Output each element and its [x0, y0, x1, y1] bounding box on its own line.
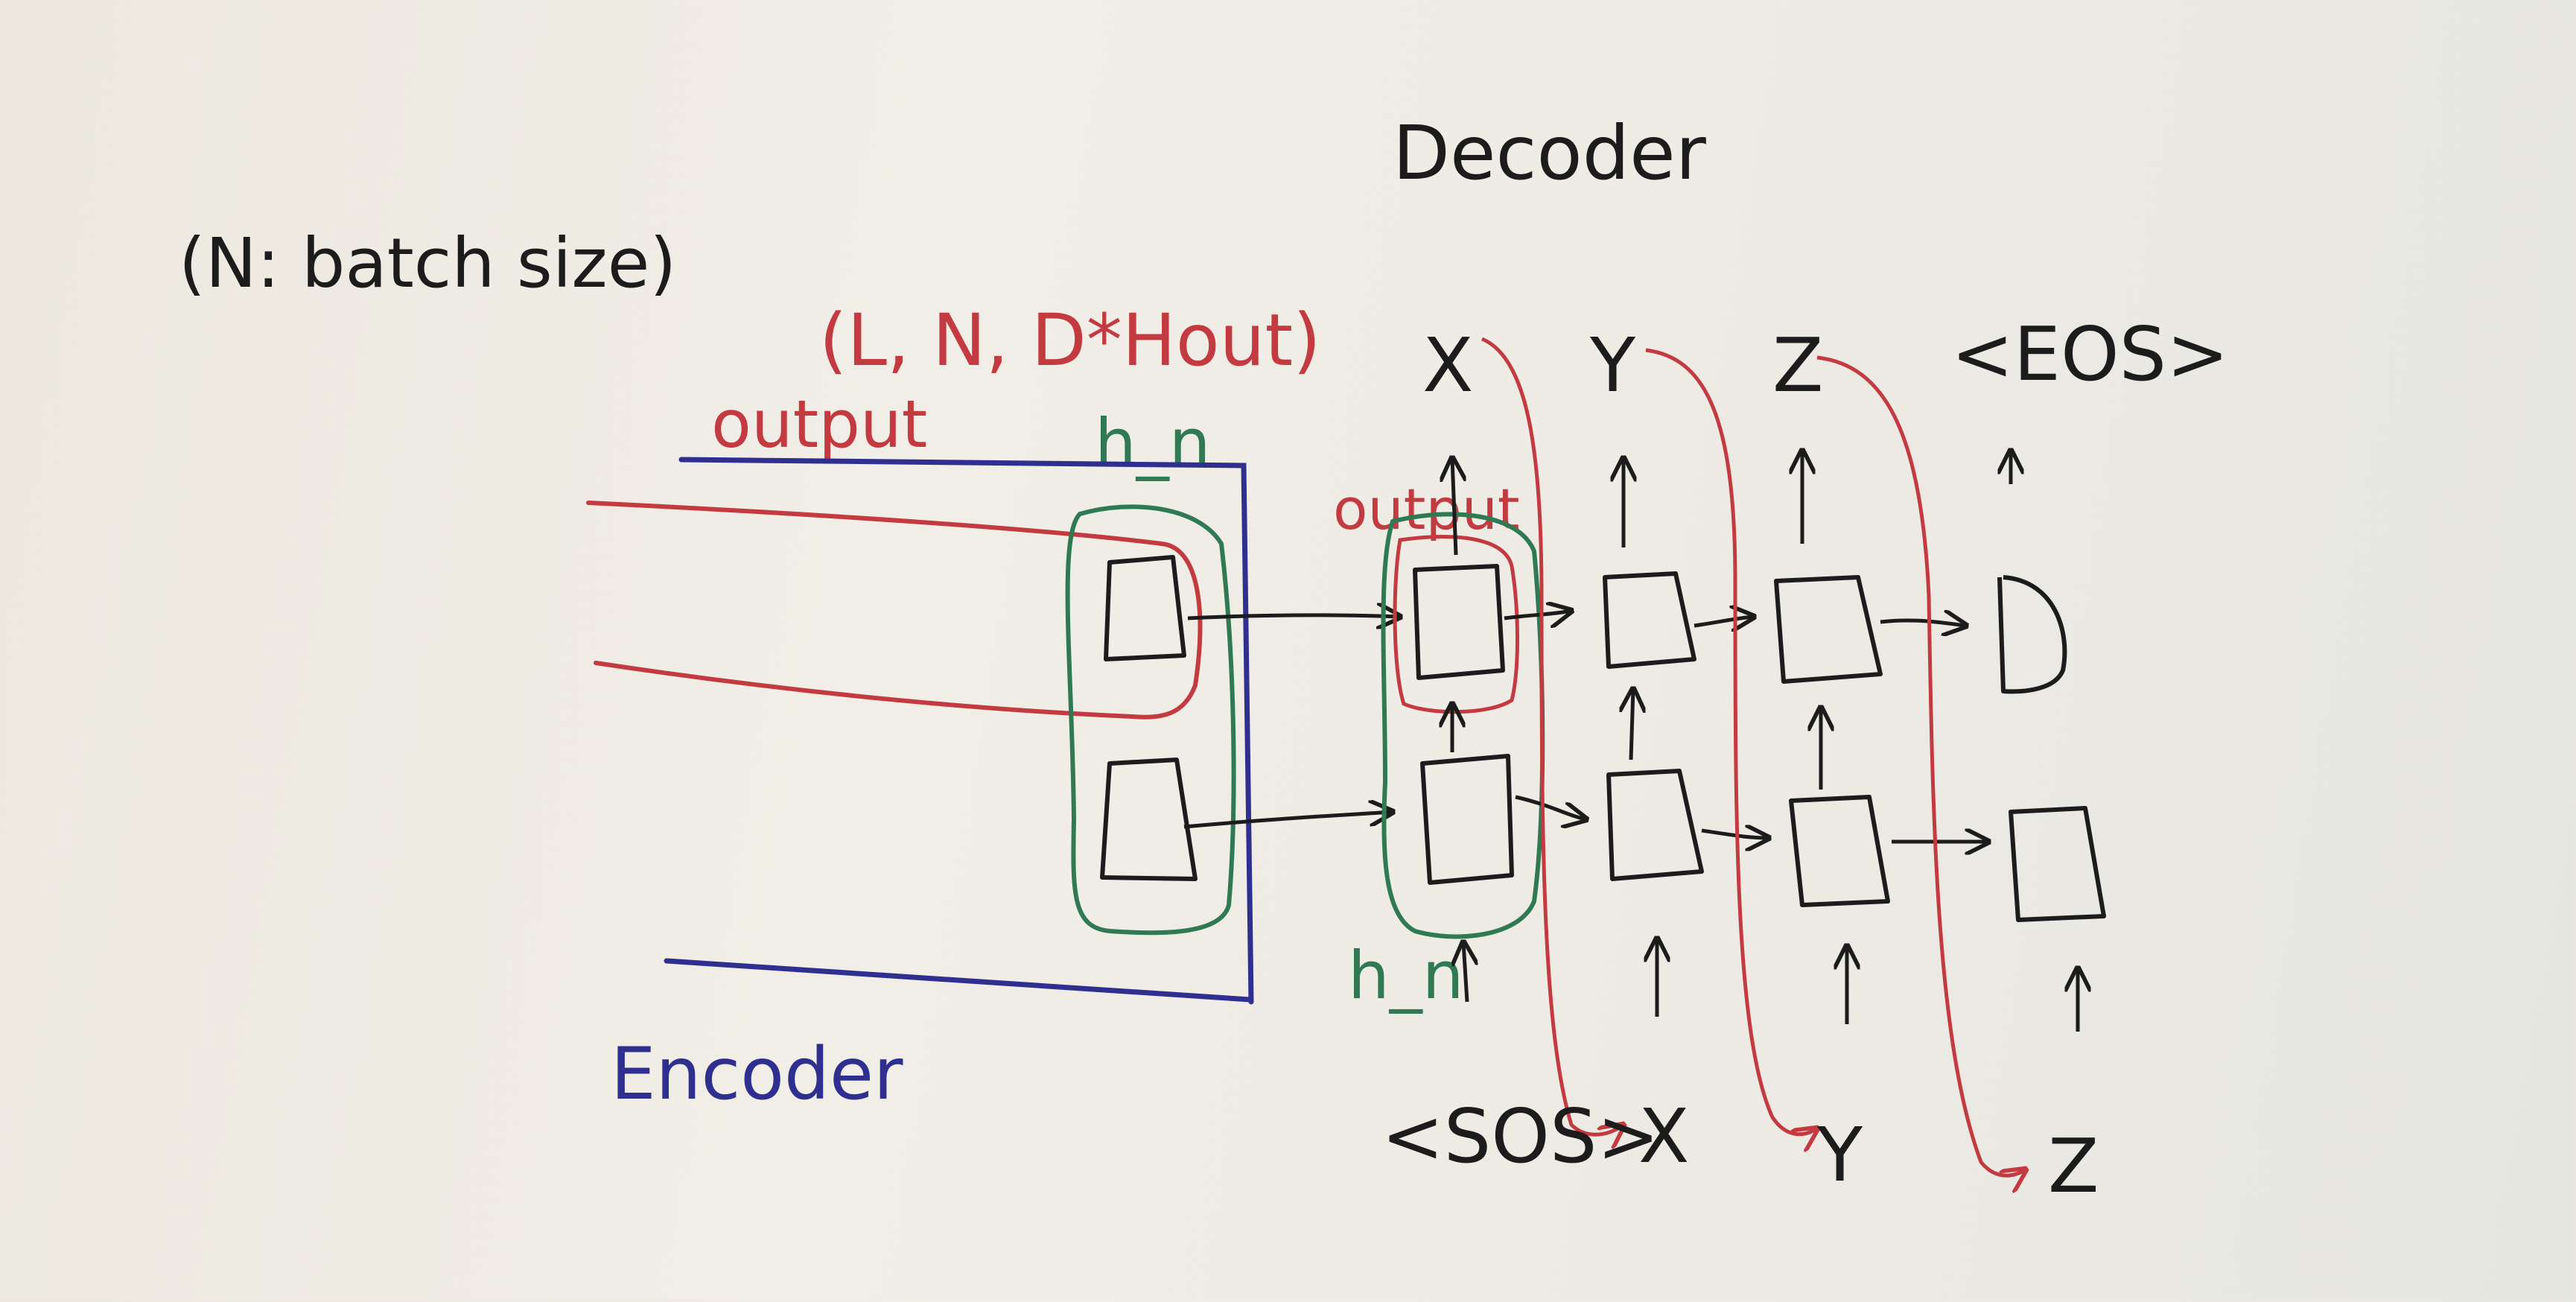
- decoder-output-token-3: Z: [1772, 322, 1824, 409]
- decoder-hn-label: h_n: [1348, 937, 1464, 1014]
- decoder-cell-top-2: [1603, 571, 1696, 669]
- decoder-input-token-1: <SOS>: [1381, 1093, 1659, 1180]
- encoder-hn-label: h_n: [1095, 404, 1211, 481]
- encoder-output-label: output: [711, 386, 927, 463]
- decoder-output-token-4: <EOS>: [1951, 311, 2229, 398]
- decoder-label: Decoder: [1393, 109, 1707, 197]
- feedback-arrows: [1481, 337, 2026, 1175]
- encoder-output-bracket: [586, 501, 1203, 720]
- decoder-input-token-3: Y: [1816, 1111, 1863, 1198]
- decoder-cell-top-1: [1413, 564, 1505, 680]
- decoder-cell-bottom-3: [1789, 795, 1890, 907]
- encoder-cell-top: [1104, 555, 1186, 661]
- encoder-cell-bottom: [1100, 758, 1198, 881]
- decoder-cell-bottom-1: [1420, 754, 1514, 885]
- decoder-vertical-arrows-middle: [1452, 689, 1821, 790]
- decoder-hn-loop: [1381, 512, 1545, 939]
- encoder-to-decoder-arrow-bottom: [1183, 812, 1393, 829]
- encoder-to-decoder-arrow-top: [1187, 615, 1400, 618]
- decoder-input-token-2: X: [1638, 1093, 1690, 1180]
- decoder-input-token-4: Z: [2048, 1122, 2099, 1210]
- decoder-vertical-arrows-input: [1463, 939, 2078, 1032]
- decoder-output-token-1: X: [1422, 322, 1474, 409]
- decoder-horizontal-arrows-bottom: [1515, 795, 1988, 842]
- decoder-vertical-arrows-output: [1452, 451, 2011, 556]
- encoder-box: [664, 457, 1254, 1005]
- shape-label: (L, N, D*Hout): [819, 299, 1321, 382]
- decoder-output-label: output: [1333, 476, 1520, 542]
- batch-size-note: (N: batch size): [179, 223, 676, 303]
- decoder-output-token-2: Y: [1589, 322, 1636, 409]
- decoder-cell-bottom-2: [1606, 769, 1704, 881]
- decoder-cell-top-4: [1997, 575, 2067, 694]
- encoder-label: Encoder: [611, 1032, 903, 1116]
- decoder-output-loop: [1393, 535, 1519, 714]
- decoder-cell-top-3: [1774, 575, 1883, 684]
- decoder-cell-bottom-4: [2009, 806, 2106, 922]
- encoder-hn-loop: [1065, 504, 1236, 936]
